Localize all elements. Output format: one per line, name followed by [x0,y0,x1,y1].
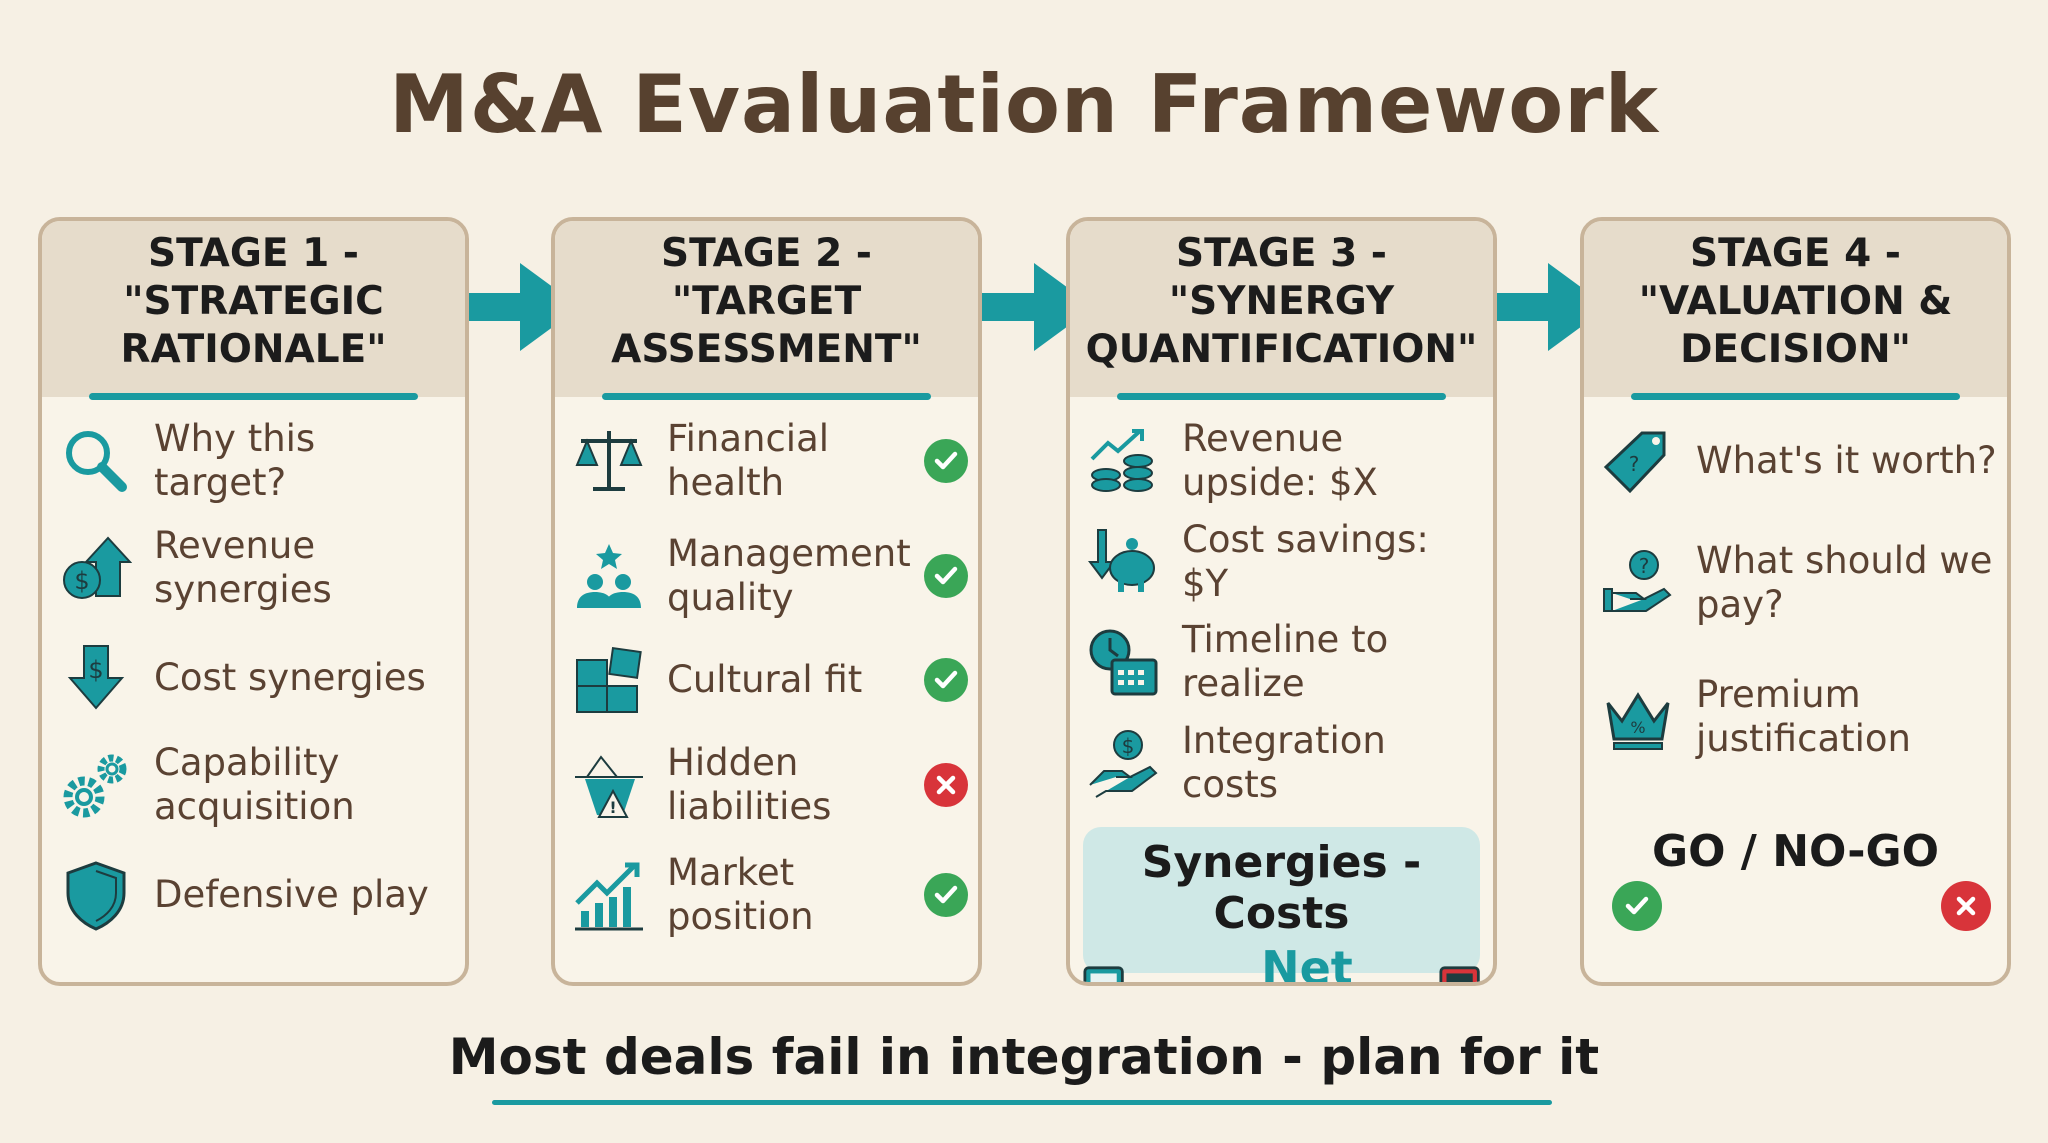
crown-icon: % [1602,681,1674,753]
check-icon [924,658,968,702]
stage-title: STAGE 4 - "VALUATION & DECISION" [1638,231,1953,372]
header-underline [89,393,418,400]
list-item: Capability acquisition [60,741,455,829]
header-underline [602,393,931,400]
stage-title: STAGE 2 - "TARGET ASSESSMENT" [611,231,922,372]
item-label: Revenue synergies [154,524,332,611]
net-value-formula: Synergies - Costs = Net Value [1083,827,1480,982]
svg-text:%: % [1630,718,1645,737]
formula-text: Synergies - Costs [1141,837,1422,939]
svg-text:$: $ [74,567,89,595]
growth-chart-icon [573,859,645,931]
piggy-bank-icon [1088,526,1160,598]
no-go-cross-icon [1941,881,1991,931]
list-item: % Premium justification [1602,673,1997,761]
header-underline [1117,393,1446,400]
list-item: Timeline to realize [1088,618,1483,706]
check-icon [924,439,968,483]
list-item: ? What should we pay? [1602,539,1997,627]
calculator-icon [1083,966,1124,982]
item-label: Defensive play [154,873,429,916]
item-label: What should we pay? [1696,539,1993,626]
item-label: Cost synergies [154,656,426,699]
item-label: Cultural fit [667,658,863,701]
dollar-down-arrow-icon: $ [60,642,132,714]
list-item: $ Revenue synergies [60,524,455,612]
list-item: ! Hidden liabilities [573,741,968,829]
svg-text:!: ! [609,798,616,817]
coins-trend-icon [1088,425,1160,497]
scale-icon [573,425,645,497]
team-star-icon [573,540,645,612]
item-label: Financial health [667,417,830,504]
item-label: Timeline to realize [1182,618,1389,705]
puzzle-icon [573,644,645,716]
item-label: Why this target? [154,417,316,504]
list-item: Financial health [573,417,968,505]
item-label: Integration costs [1182,719,1386,806]
footer-underline [492,1100,1552,1105]
list-item: Market position [573,851,968,939]
item-label: Cost savings: $Y [1182,518,1429,605]
calculator-icon [1439,966,1480,982]
equals-sign: = [1138,970,1175,983]
svg-text:$: $ [1122,734,1135,758]
list-item: ? What's it worth? [1602,425,1997,497]
stage-4-card: STAGE 4 - "VALUATION & DECISION" ? What's… [1580,217,2011,986]
svg-text:$: $ [88,656,103,684]
header-underline [1631,393,1960,400]
dollar-up-arrow-icon: $ [60,532,133,604]
item-label: Management quality [667,532,911,619]
clock-calendar-icon [1088,626,1160,698]
cross-icon [924,763,968,807]
stage-header: STAGE 1 - "STRATEGIC RATIONALE" [42,221,465,400]
list-item: Cultural fit [573,644,968,716]
stage-header: STAGE 4 - "VALUATION & DECISION" [1584,221,2007,400]
gears-icon [60,749,132,821]
stage-2-card: STAGE 2 - "TARGET ASSESSMENT" Financial … [551,217,982,986]
hand-question-icon: ? [1602,547,1674,619]
page-title: M&A Evaluation Framework [389,58,1659,151]
iceberg-warning-icon: ! [573,749,645,821]
shield-icon [60,859,132,931]
item-label: Premium justification [1696,673,1911,760]
go-no-go-label: GO / NO-GO [1651,826,1940,877]
item-label: What's it worth? [1696,439,1997,482]
stage-header: STAGE 2 - "TARGET ASSESSMENT" [555,221,978,400]
list-item: $ Cost synergies [60,642,455,714]
list-item: Revenue upside: $X [1088,417,1483,505]
svg-text:?: ? [1639,554,1650,578]
check-icon [924,554,968,598]
footer-note: Most deals fail in integration - plan fo… [448,1028,1600,1086]
item-label: Market position [667,851,814,938]
stage-title: STAGE 3 - "SYNERGY QUANTIFICATION" [1085,231,1478,372]
item-label: Revenue upside: $X [1182,417,1378,504]
item-label: Capability acquisition [154,741,355,828]
stage-1-card: STAGE 1 - "STRATEGIC RATIONALE" Why this… [38,217,469,986]
stage-header: STAGE 3 - "SYNERGY QUANTIFICATION" [1070,221,1493,400]
stage-title: STAGE 1 - "STRATEGIC RATIONALE" [120,231,387,372]
stage-3-card: STAGE 3 - "SYNERGY QUANTIFICATION" Reven… [1066,217,1497,986]
net-value-label: Net Value [1261,941,1353,986]
list-item: Cost savings: $Y [1088,518,1483,606]
svg-text:?: ? [1629,452,1640,476]
list-item: Management quality [573,532,968,620]
price-tag-icon: ? [1602,425,1674,497]
list-item: Why this target? [60,417,455,505]
magnifier-icon [60,425,132,497]
list-item: $ Integration costs [1088,719,1483,807]
item-label: Hidden liabilities [667,741,832,828]
list-item: Defensive play [60,859,455,931]
hand-coin-icon: $ [1088,727,1160,799]
go-check-icon [1612,881,1662,931]
check-icon [924,873,968,917]
